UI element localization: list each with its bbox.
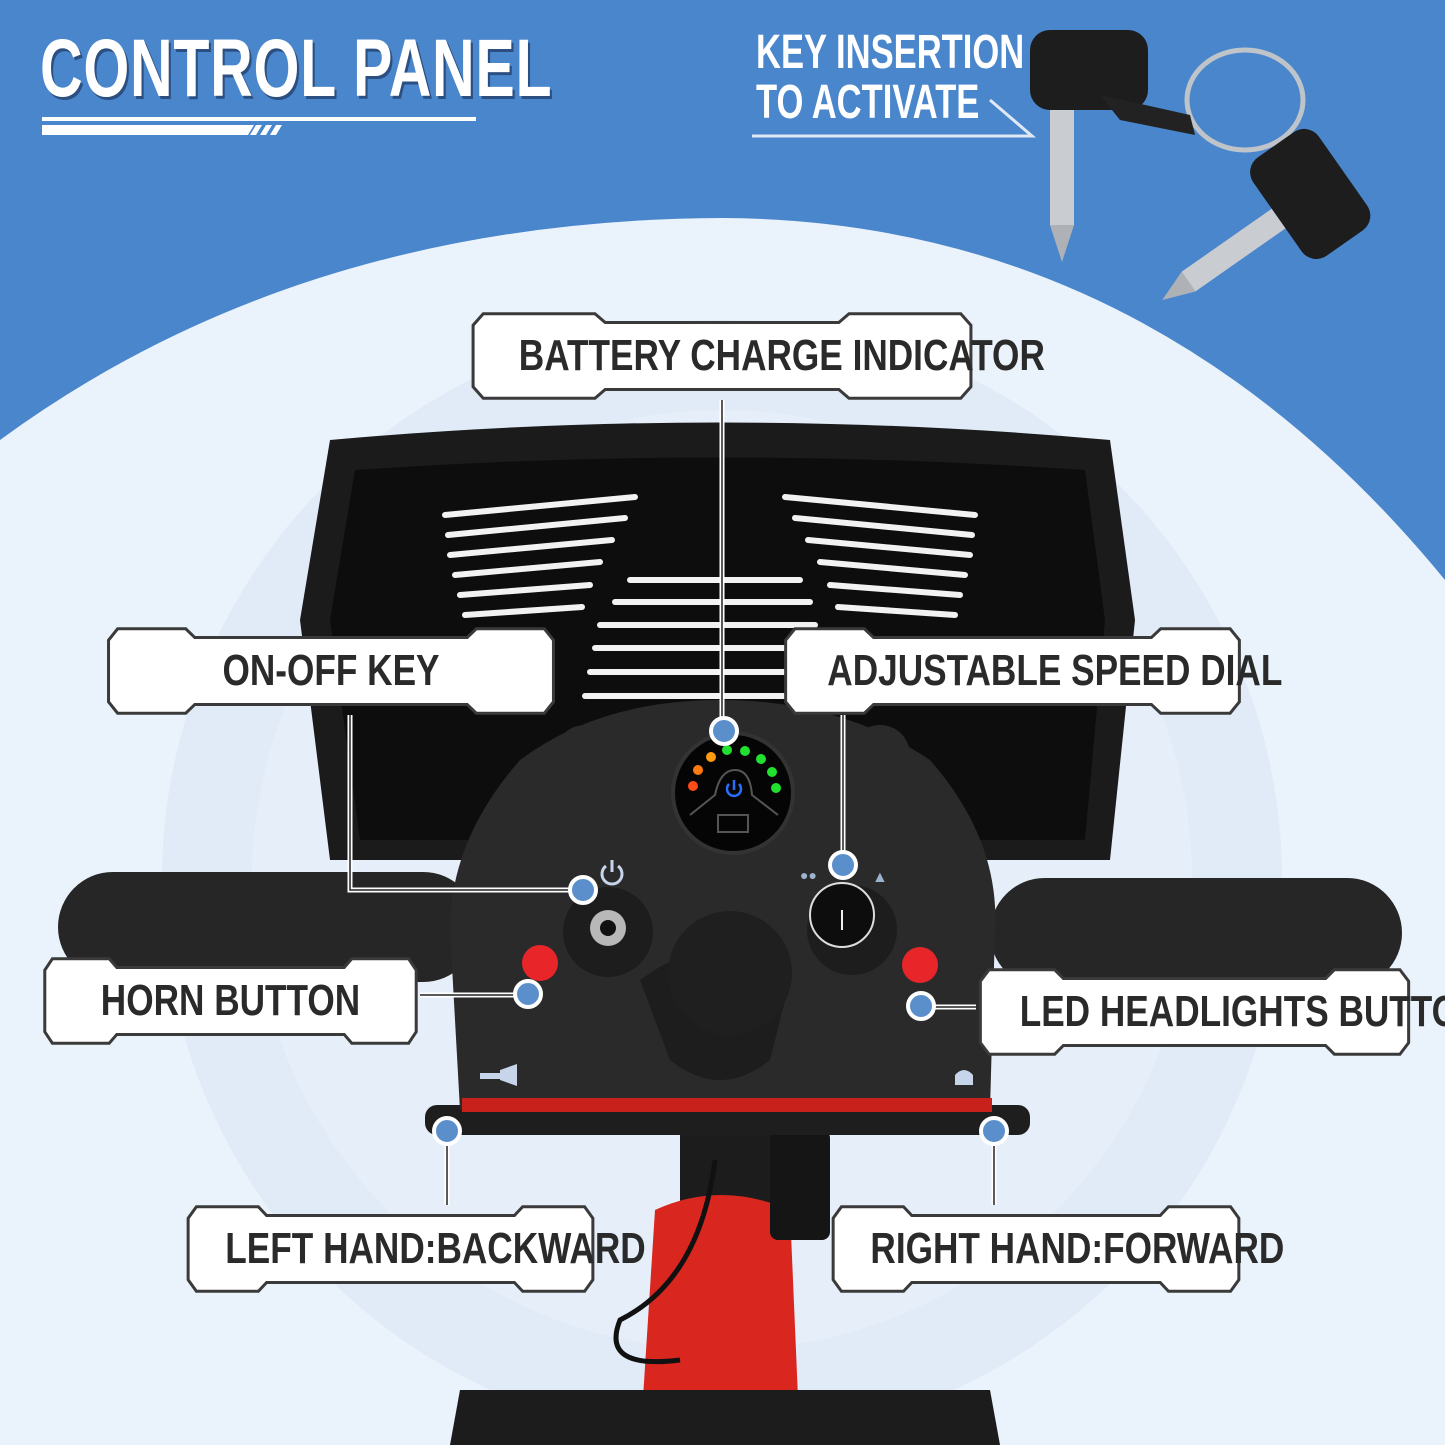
page-title: CONTROL PANEL — [40, 23, 553, 114]
callout-label: BATTERY CHARGE INDICATOR — [518, 331, 1045, 380]
callout-horn-button: HORN BUTTON — [41, 957, 420, 1045]
battery-display — [671, 731, 795, 855]
callout-right-hand-forward: RIGHT HAND:FORWARD — [829, 1205, 1285, 1293]
callout-led-headlights-button: LED HEADLIGHTS BUTTON — [976, 968, 1445, 1056]
throttle-lever — [425, 1105, 1030, 1135]
marker-battery — [709, 716, 739, 746]
led-red-button — [902, 947, 938, 983]
callout-adjustable-speed-dial: ADJUSTABLE SPEED DIAL — [781, 627, 1283, 715]
callout-label: ON-OFF KEY — [222, 646, 440, 695]
headlight-icon — [955, 1070, 973, 1085]
marker-speed-dial — [828, 850, 858, 880]
power-icon — [725, 780, 743, 798]
control-panel: ●● ▲ — [450, 700, 996, 1112]
callout-on-off-key: ON-OFF KEY — [104, 627, 558, 715]
callout-battery-charge-indicator: BATTERY CHARGE INDICATOR — [468, 312, 1045, 400]
title-underline — [42, 117, 476, 135]
marker-left-hand — [432, 1116, 462, 1146]
callout-label: HORN BUTTON — [100, 976, 361, 1025]
turtle-icon: ●● — [800, 867, 817, 883]
power-icon — [600, 860, 624, 886]
key-note-line2: TO ACTIVATE — [756, 76, 980, 129]
battery-led-indicator — [688, 745, 781, 793]
callout-left-hand-backward: LEFT HAND:BACKWARD — [184, 1205, 646, 1293]
battery-icon — [717, 814, 749, 833]
horn-icon — [480, 1064, 517, 1086]
key-note-line1: KEY INSERTION — [756, 26, 1025, 79]
rabbit-icon: ▲ — [872, 869, 888, 886]
callout-label: RIGHT HAND:FORWARD — [870, 1224, 1285, 1273]
marker-on-off — [568, 875, 598, 905]
left-handle-grip — [58, 872, 478, 982]
callout-label: ADJUSTABLE SPEED DIAL — [827, 646, 1283, 695]
marker-led — [906, 991, 936, 1021]
scooter-frame — [640, 1195, 800, 1445]
marker-right-hand — [979, 1116, 1009, 1146]
key-icon — [1162, 128, 1371, 300]
right-handle-grip — [990, 878, 1402, 988]
horn-red-button — [522, 945, 558, 981]
key-icon — [1030, 30, 1306, 262]
key-insertion-note: KEY INSERTION TO ACTIVATE — [756, 28, 1024, 128]
basket — [300, 422, 1135, 860]
key-note-pointer — [752, 98, 1037, 138]
marker-horn — [513, 979, 543, 1009]
callout-label: LED HEADLIGHTS BUTTON — [1019, 987, 1445, 1036]
callout-label: LEFT HAND:BACKWARD — [225, 1224, 646, 1273]
